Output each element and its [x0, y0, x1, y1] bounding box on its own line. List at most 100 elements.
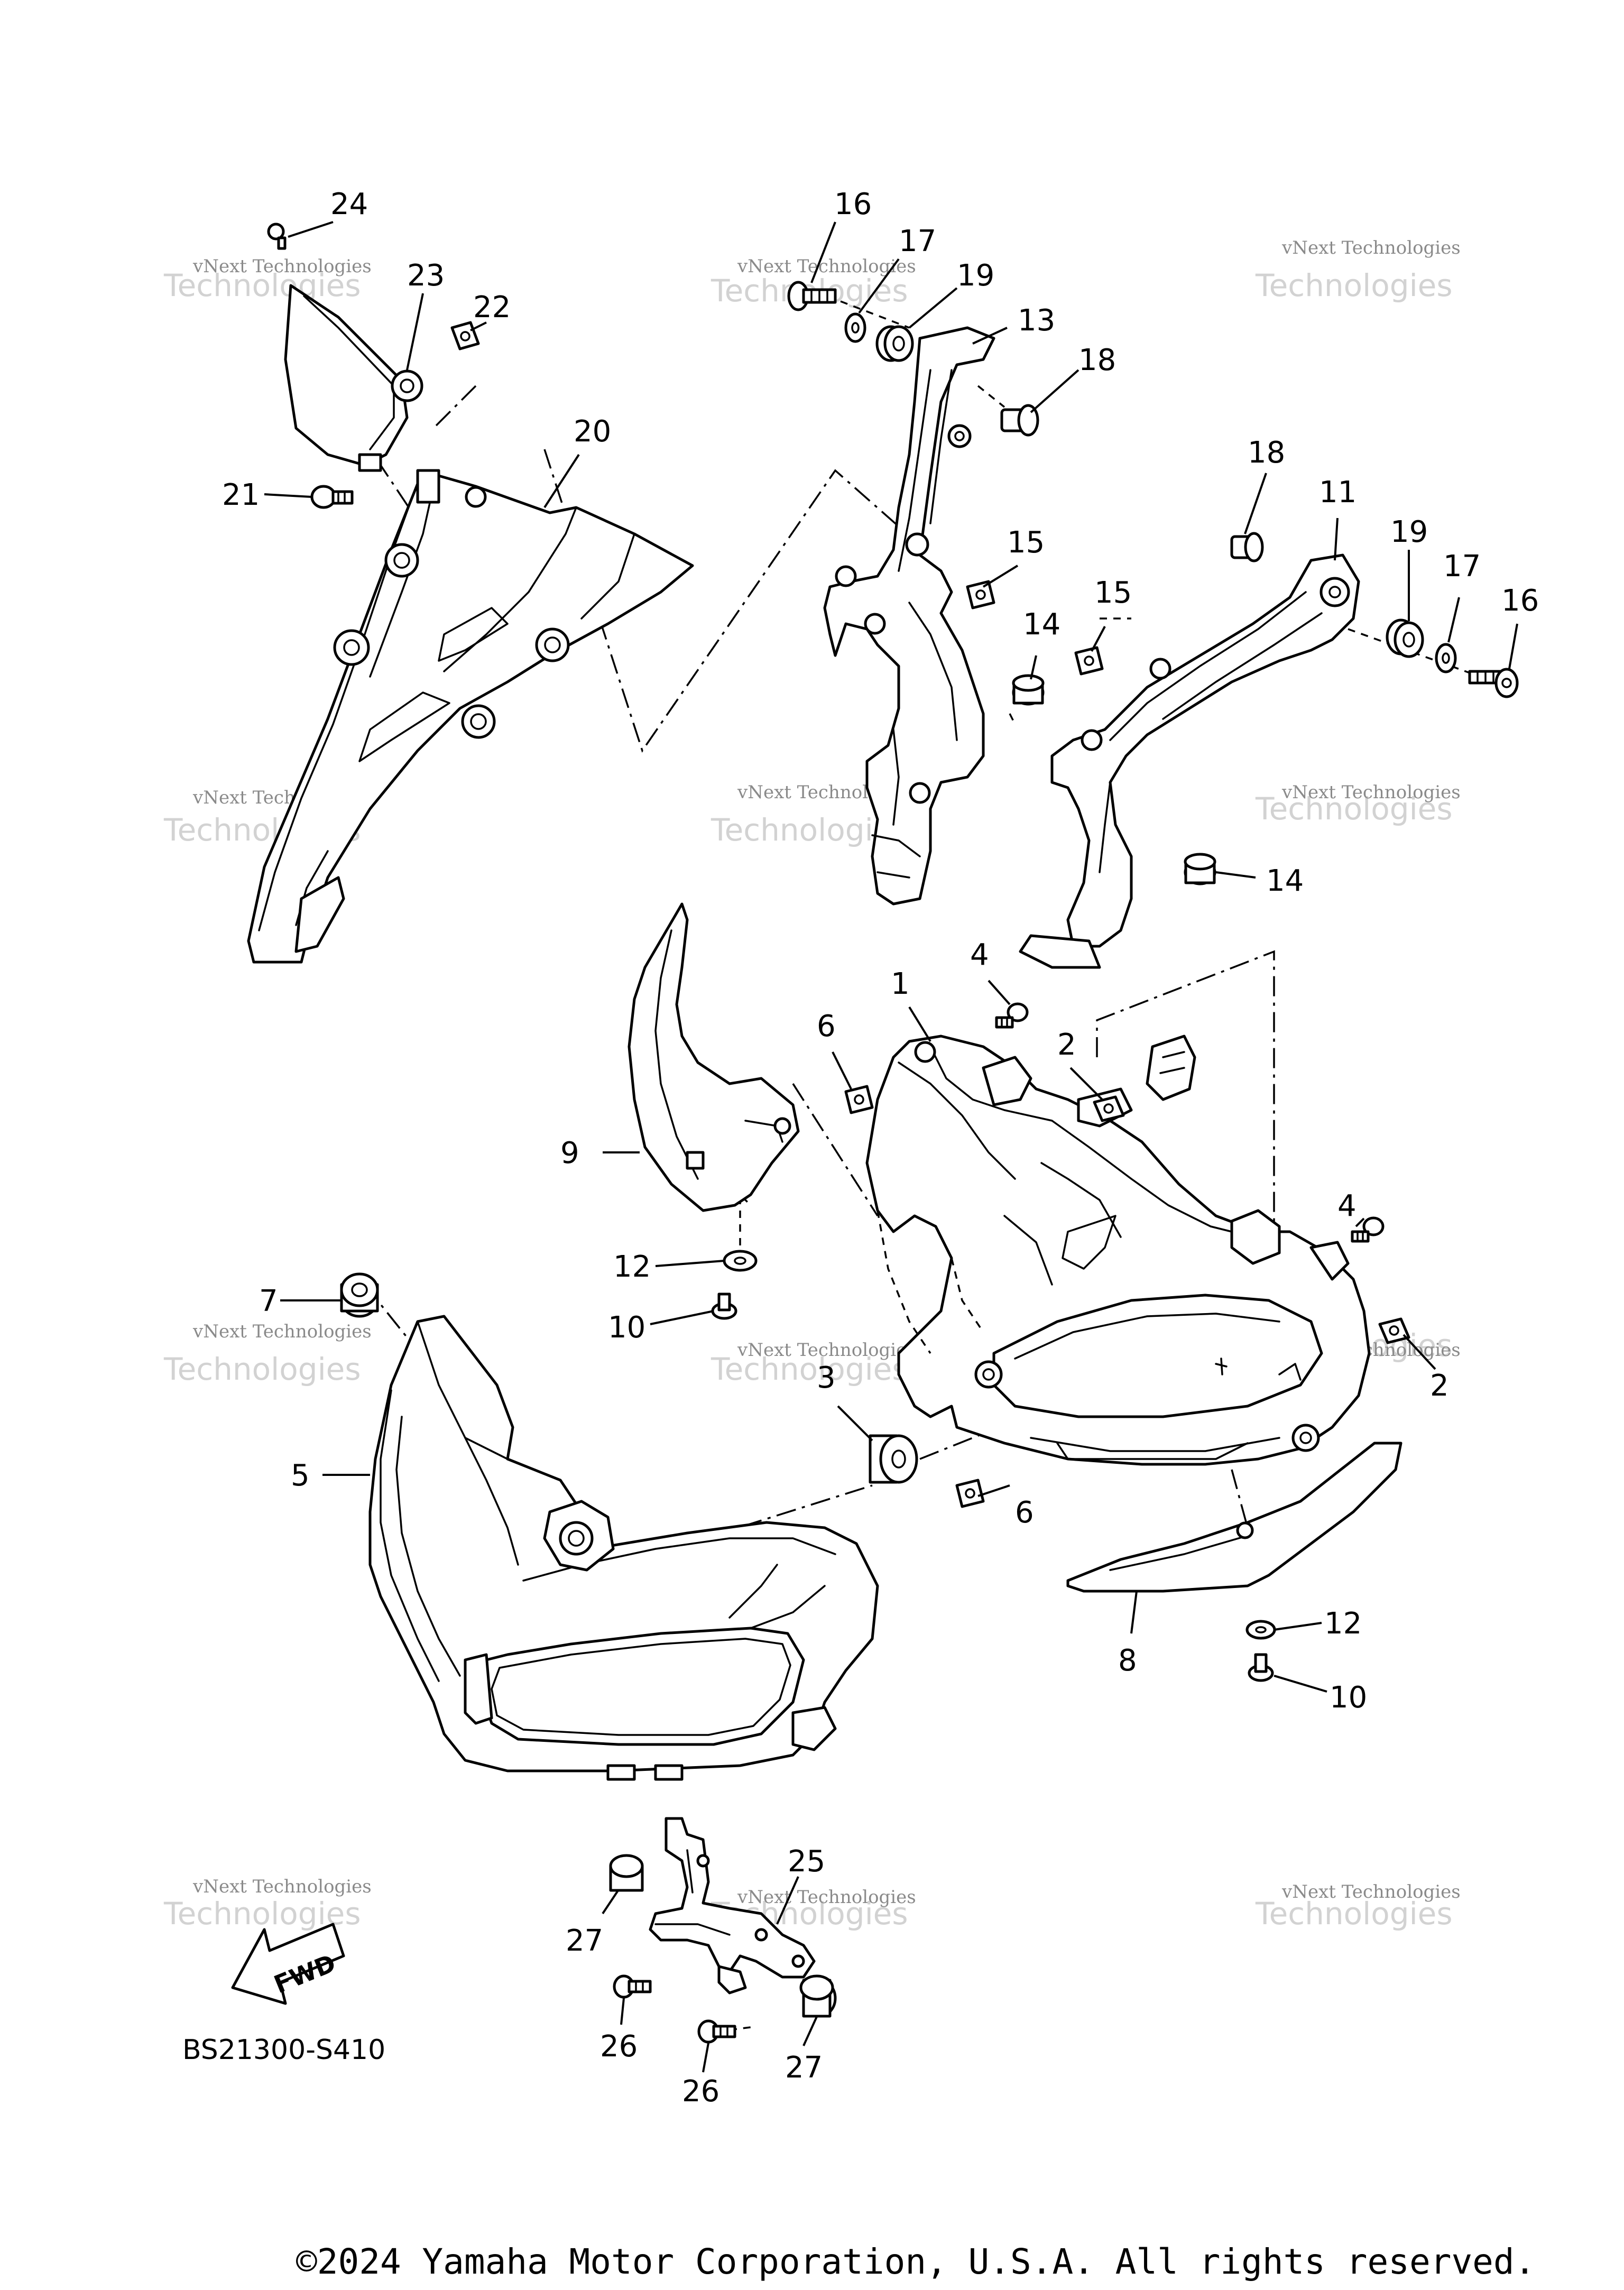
callout-18-right: 18 — [1248, 436, 1285, 470]
callout-9: 9 — [560, 1136, 579, 1170]
part-1-headlight-assembly — [865, 1035, 1371, 1466]
part-5-front-cowl — [368, 1315, 879, 1781]
part-7-grommet — [340, 1272, 379, 1318]
callout-13: 13 — [1018, 303, 1055, 338]
callout-15-left: 15 — [1007, 525, 1045, 560]
part-9-side-panel — [628, 902, 800, 1212]
callout-3: 3 — [817, 1361, 836, 1395]
callout-24: 24 — [330, 187, 368, 221]
svg-text:Technologies: Technologies — [710, 1351, 908, 1387]
part-18-collar-upper — [1000, 404, 1039, 437]
chain-line-22-20 — [432, 385, 477, 429]
callout-27-left: 27 — [566, 1924, 603, 1958]
part-3-grommet — [869, 1434, 918, 1484]
svg-text:vNext Technologies: vNext Technologies — [192, 1876, 372, 1897]
part-10-screw-left — [711, 1292, 737, 1320]
dash-line-16-13 — [840, 300, 910, 329]
part-14-grommet-left — [1012, 674, 1045, 706]
copyright-notice: ©2024 Yamaha Motor Corporation, U.S.A. A… — [296, 2241, 1536, 2282]
callout-14-right: 14 — [1266, 864, 1304, 898]
part-2-clip-nut-right — [1378, 1317, 1410, 1344]
part-16-bolt-upper — [787, 281, 837, 311]
part-18-collar-right — [1230, 532, 1264, 562]
svg-text:Technologies: Technologies — [1255, 267, 1453, 303]
watermark-bottom-right: Technologies vNext Technologies — [1255, 1881, 1461, 1932]
callout-16-upper: 16 — [834, 187, 872, 221]
part-22-clip-nut — [450, 321, 480, 350]
callout-26-upper: 26 — [600, 2029, 638, 2064]
callout-22: 22 — [473, 290, 511, 325]
callout-2-upper: 2 — [1057, 1028, 1076, 1062]
dash-line-13-18 — [977, 385, 1005, 408]
watermark-bottom-left: Technologies vNext Technologies — [163, 1876, 372, 1932]
part-16-bolt-right — [1468, 668, 1519, 698]
part-24-bolt — [267, 223, 287, 250]
part-26-bolt-lower — [697, 2019, 736, 2044]
callout-16-right: 16 — [1501, 584, 1539, 618]
callout-14-left: 14 — [1023, 607, 1060, 642]
callout-12-right: 12 — [1324, 1606, 1362, 1641]
part-4-bolt-right — [1351, 1216, 1385, 1243]
callout-7: 7 — [259, 1284, 278, 1318]
svg-text:vNext Technologies: vNext Technologies — [192, 1321, 372, 1342]
part-15-clip-left — [966, 580, 995, 610]
part-4-bolt-upper — [995, 1002, 1029, 1029]
callout-18-upper: 18 — [1078, 343, 1116, 377]
chain-line-14-1 — [1096, 950, 1275, 1279]
callout-11: 11 — [1319, 475, 1357, 510]
callout-4-right: 4 — [1337, 1189, 1357, 1223]
part-12-washer-right — [1245, 1620, 1276, 1640]
callout-6-lower: 6 — [1015, 1495, 1034, 1530]
svg-text:vNext Technologies: vNext Technologies — [1281, 782, 1461, 803]
part-27-damper-left — [609, 1854, 644, 1892]
part-20-inner-panel — [247, 469, 694, 964]
svg-text:vNext Technologies: vNext Technologies — [737, 1887, 916, 1908]
svg-text:Technologies: Technologies — [1255, 791, 1453, 827]
callout-27-right: 27 — [785, 2051, 823, 2085]
svg-text:vNext Technologies: vNext Technologies — [1281, 1881, 1461, 1903]
part-8-lower-trim — [1066, 1442, 1402, 1593]
callout-19-upper: 19 — [957, 258, 994, 293]
part-26-bolt-upper — [613, 1974, 652, 1999]
svg-text:vNext Technologies: vNext Technologies — [737, 256, 916, 277]
svg-text:Technologies: Technologies — [163, 267, 361, 303]
watermark-group: Technologies vNext Technologies Technolo… — [163, 237, 1461, 1932]
part-15-clip-right — [1074, 646, 1104, 676]
callout-19-right: 19 — [1390, 515, 1428, 549]
part-19-grommet-right — [1386, 618, 1424, 658]
watermark-lower-left: Technologies vNext Technologies — [163, 1321, 372, 1387]
callout-26-lower: 26 — [682, 2074, 719, 2109]
part-13-left-stay — [823, 326, 995, 906]
callout-20: 20 — [574, 414, 611, 449]
watermark-lower-center: Technologies vNext Technologies — [710, 1340, 916, 1387]
part-6-clip-upper — [844, 1085, 874, 1114]
callout-15-right: 15 — [1094, 576, 1132, 610]
callout-10-right: 10 — [1330, 1680, 1367, 1715]
callout-2-right: 2 — [1430, 1369, 1449, 1403]
callout-10-left: 10 — [608, 1310, 645, 1345]
callout-6-upper: 6 — [817, 1009, 836, 1044]
callout-25: 25 — [788, 1844, 825, 1879]
callouts: 24 23 22 20 21 16 17 19 13 18 18 11 19 1… — [222, 187, 1539, 2109]
part-11-right-stay — [1019, 553, 1360, 969]
part-19-grommet-upper — [875, 325, 914, 362]
callout-12-left: 12 — [613, 1250, 651, 1284]
leader-lines — [264, 221, 1518, 2073]
part-14-grommet-right — [1184, 853, 1216, 885]
part-12-washer-left — [723, 1250, 758, 1272]
watermark-top-right: Technologies vNext Technologies — [1255, 237, 1461, 303]
part-17-washer-upper — [844, 312, 866, 343]
svg-text:Technologies: Technologies — [1255, 1896, 1453, 1932]
part-21-bolt — [310, 485, 354, 509]
svg-text:vNext Technologies: vNext Technologies — [737, 1340, 916, 1361]
part-23-side-cover — [284, 284, 423, 472]
callout-4-upper: 4 — [970, 938, 989, 972]
diagram-code: BS21300-S410 — [182, 2034, 385, 2066]
callout-21: 21 — [222, 478, 260, 512]
svg-text:vNext Technologies: vNext Technologies — [1281, 237, 1461, 258]
callout-5: 5 — [291, 1458, 310, 1493]
part-2-clip-nut-upper — [1093, 1095, 1125, 1122]
callout-23: 23 — [407, 258, 445, 293]
watermark-mid-right: Technologies vNext Technologies — [1255, 782, 1461, 827]
